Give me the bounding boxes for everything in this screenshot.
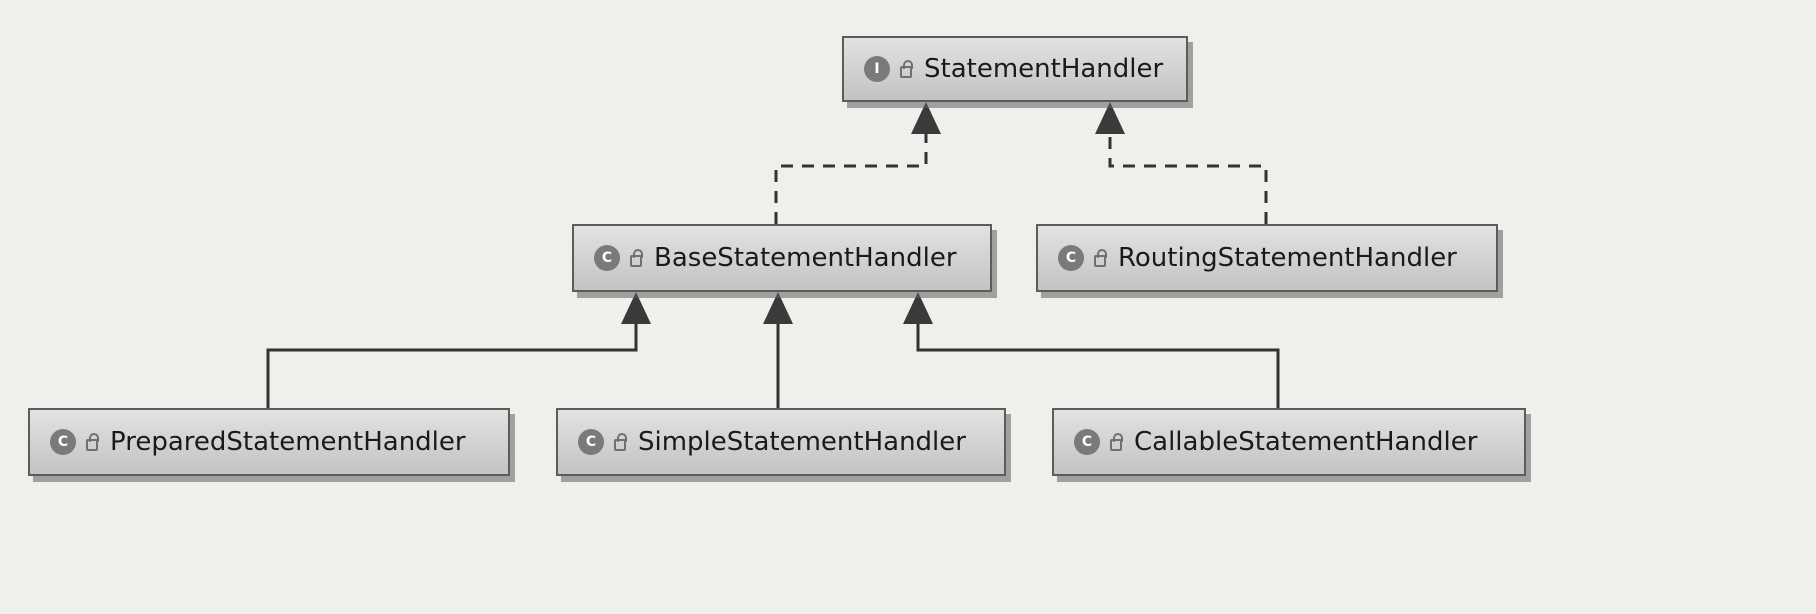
class-icon: C <box>1074 429 1100 455</box>
visibility-icon <box>1110 433 1123 451</box>
class-icon: C <box>50 429 76 455</box>
callable-statement-handler-node[interactable]: C CallableStatementHandler <box>1052 408 1526 476</box>
base-statement-handler-label: BaseStatementHandler <box>654 243 957 273</box>
visibility-icon <box>1094 249 1107 267</box>
prepared-statement-handler-node[interactable]: C PreparedStatementHandler <box>28 408 510 476</box>
visibility-icon <box>900 60 913 78</box>
callable-extends-arrowhead <box>903 292 933 324</box>
interface-icon: I <box>864 56 890 82</box>
class-icon: C <box>578 429 604 455</box>
visibility-icon <box>86 433 99 451</box>
routing-statement-handler-label: RoutingStatementHandler <box>1118 243 1457 273</box>
visibility-icon <box>614 433 627 451</box>
base-implements-arrowhead <box>911 102 941 134</box>
base-implements-edge <box>774 132 928 224</box>
simple-statement-handler-label: SimpleStatementHandler <box>638 427 966 457</box>
base-statement-handler-node[interactable]: C BaseStatementHandler <box>572 224 992 292</box>
statement-handler-node[interactable]: I StatementHandler <box>842 36 1188 102</box>
statement-handler-label: StatementHandler <box>924 54 1164 84</box>
routing-implements-edge <box>1108 132 1268 224</box>
callable-extends-edge <box>916 322 1280 408</box>
routing-implements-arrowhead <box>1095 102 1125 134</box>
visibility-icon <box>630 249 643 267</box>
simple-statement-handler-node[interactable]: C SimpleStatementHandler <box>556 408 1006 476</box>
prepared-extends-arrowhead <box>621 292 651 324</box>
simple-extends-arrowhead <box>763 292 793 324</box>
callable-statement-handler-label: CallableStatementHandler <box>1134 427 1478 457</box>
prepared-extends-edge <box>266 322 638 408</box>
prepared-statement-handler-label: PreparedStatementHandler <box>110 427 466 457</box>
class-icon: C <box>594 245 620 271</box>
class-icon: C <box>1058 245 1084 271</box>
routing-statement-handler-node[interactable]: C RoutingStatementHandler <box>1036 224 1498 292</box>
